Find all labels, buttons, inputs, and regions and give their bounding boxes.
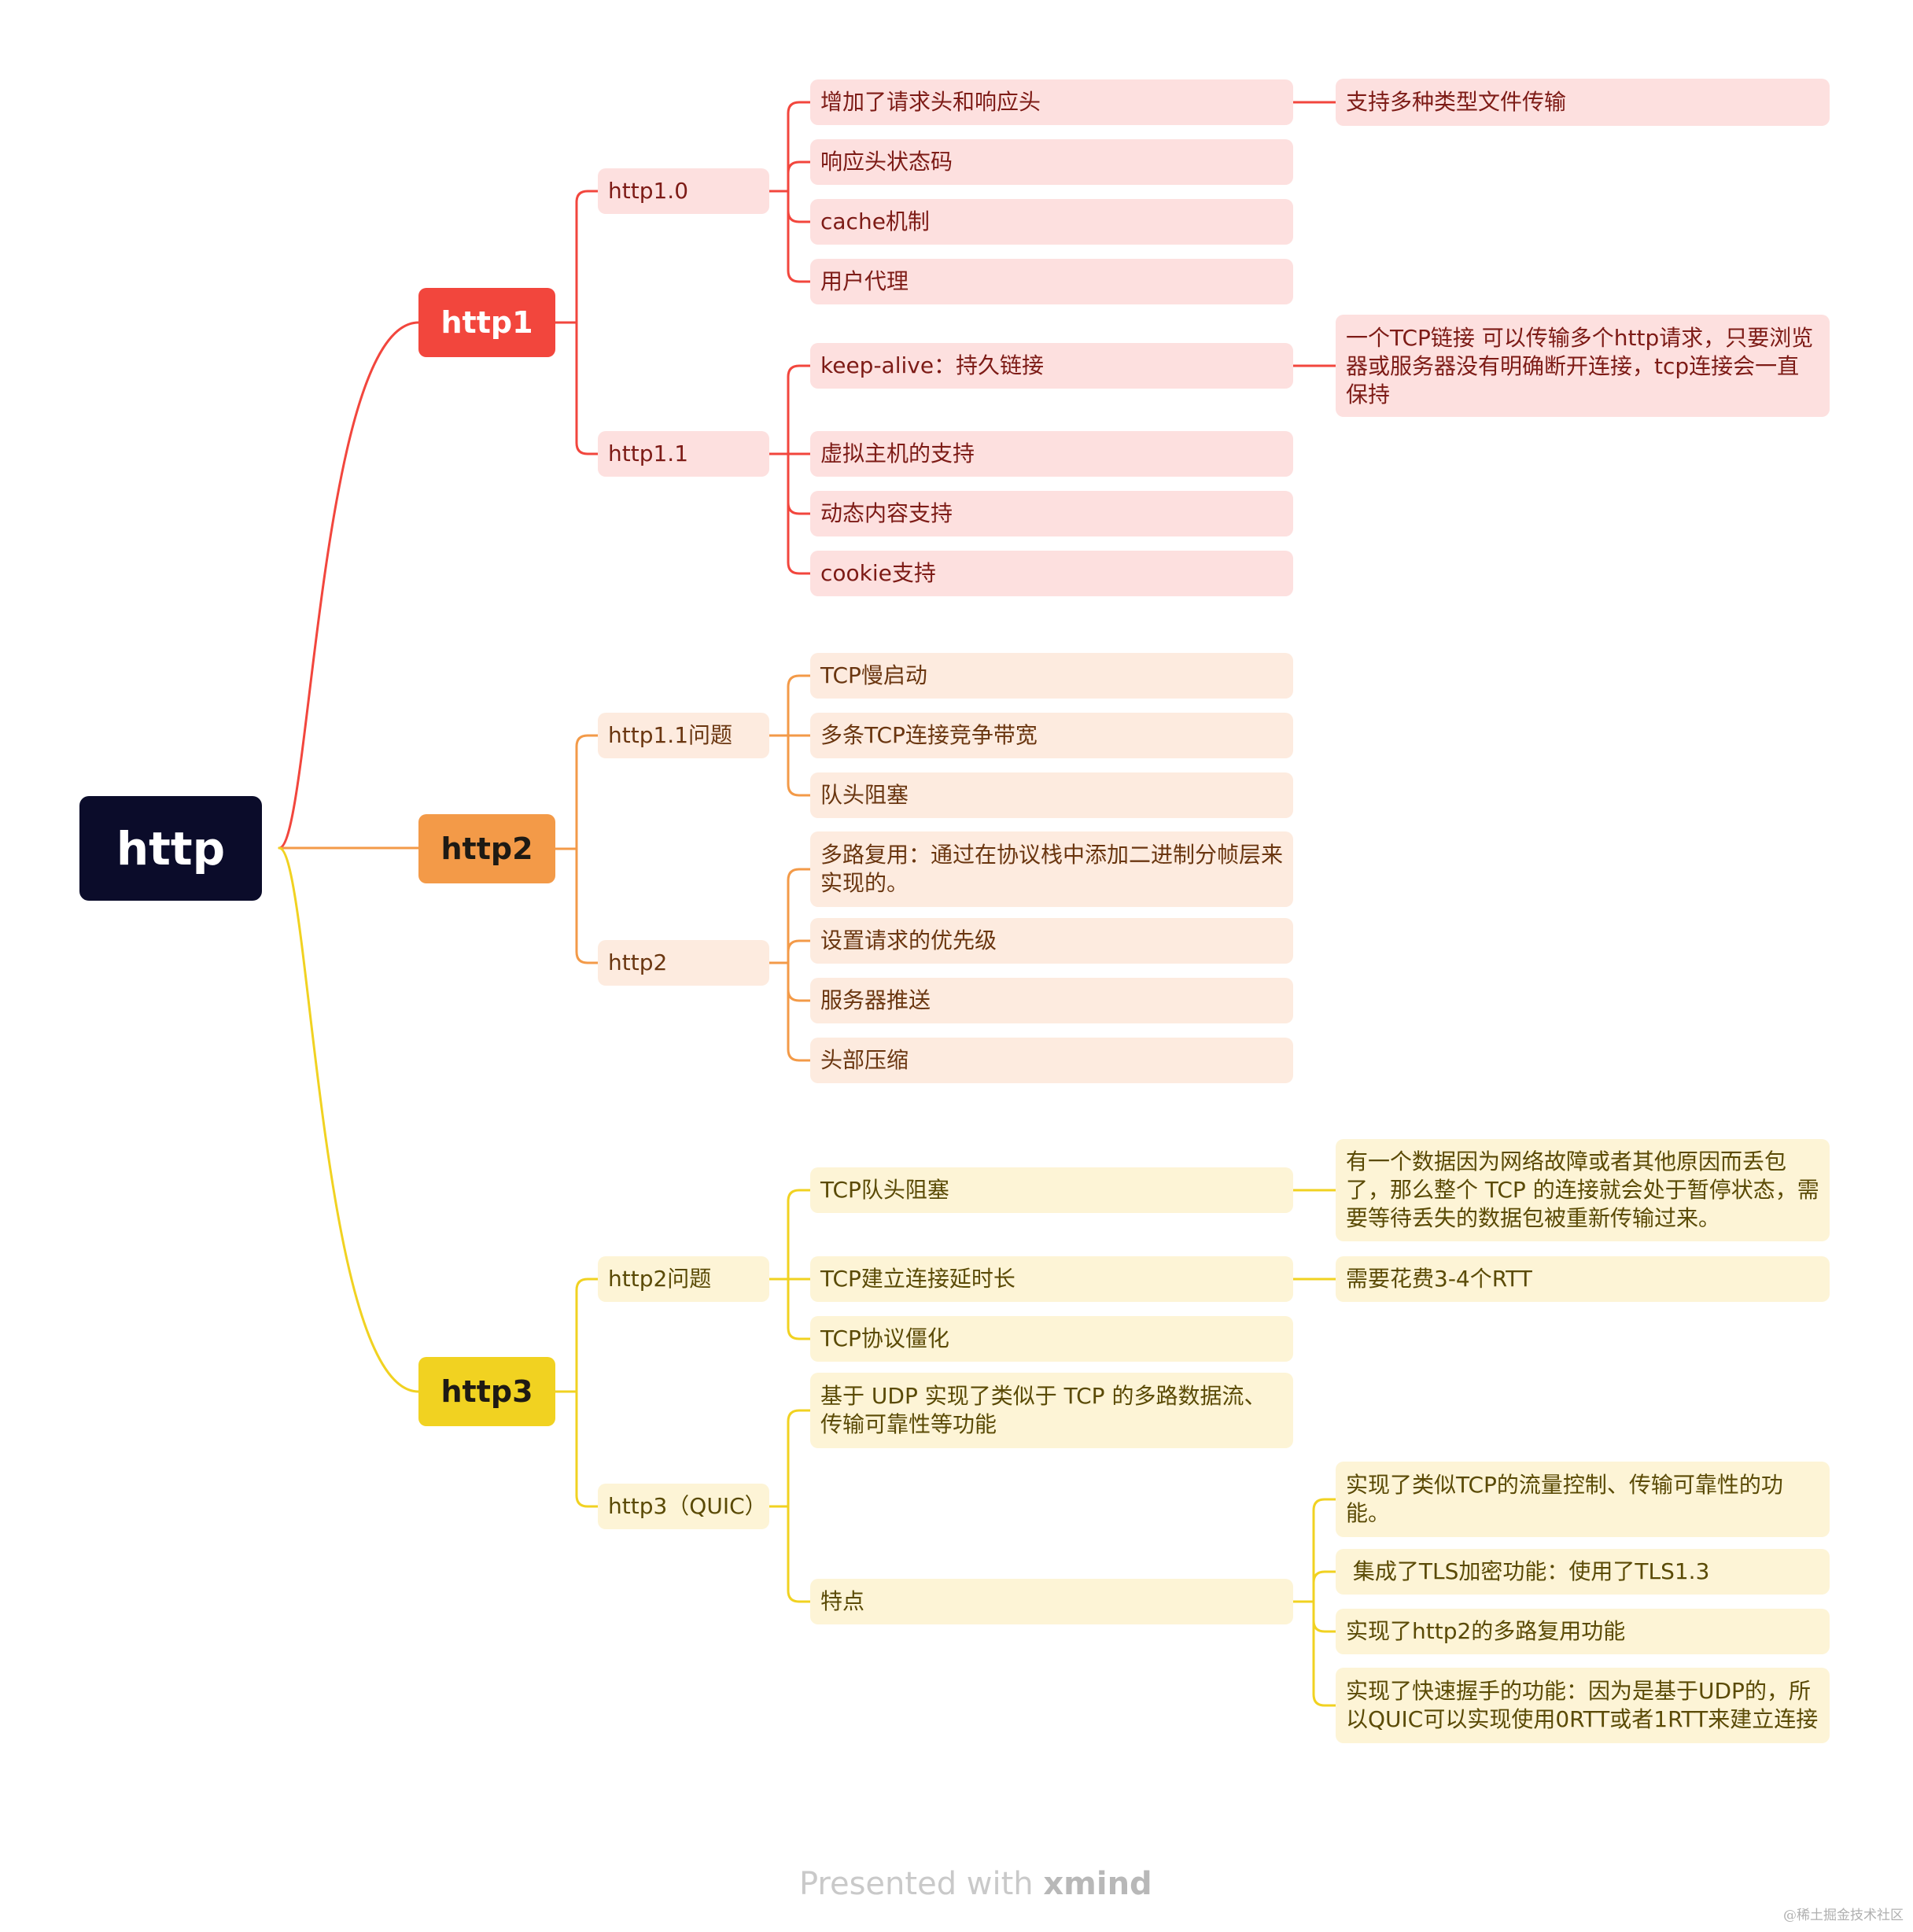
subtopic-http1-1[interactable]: http1.1 <box>598 431 769 477</box>
topic-http3[interactable]: http3 <box>418 1357 555 1426</box>
http2-links-link-0 <box>575 734 599 850</box>
detail-packet-loss[interactable]: 有一个数据因为网络故障或者其他原因而丢包了，那么整个 TCP 的连接就会处于暂停… <box>1336 1139 1830 1241</box>
detail-keep-alive[interactable]: 一个TCP链接 可以传输多个http请求，只要浏览器或服务器没有明确断开连接，t… <box>1336 315 1830 417</box>
item-tcp-head-of-line-blocking[interactable]: TCP队头阻塞 <box>810 1167 1293 1213</box>
http2-feature-links-link-1 <box>787 939 812 964</box>
item-request-response-headers[interactable]: 增加了请求头和响应头 <box>810 79 1293 125</box>
item-cookie[interactable]: cookie支持 <box>810 551 1293 596</box>
subtopic-http1-0[interactable]: http1.0 <box>598 168 769 214</box>
http2-problem-links-link-2 <box>787 1278 812 1340</box>
presented-with-footer: Presented with xmind <box>799 1866 1152 1902</box>
http1-1-links-link-2 <box>787 452 812 515</box>
item-multiplexing[interactable]: 多路复用：通过在协议栈中添加二进制分帧层来实现的。 <box>810 831 1293 907</box>
item-tcp-ossification[interactable]: TCP协议僵化 <box>810 1316 1293 1362</box>
item-head-of-line-blocking[interactable]: 队头阻塞 <box>810 772 1293 818</box>
quic-links-link-1 <box>787 1505 812 1603</box>
item-dynamic-content[interactable]: 动态内容支持 <box>810 491 1293 536</box>
subtopic-http1-1-problems[interactable]: http1.1问题 <box>598 713 769 758</box>
http1-1-problem-links-link-2 <box>787 734 812 797</box>
http2-feature-links-link-0 <box>787 868 812 964</box>
feature-links-link-1 <box>1312 1570 1337 1603</box>
http2-links-link-1 <box>575 847 599 964</box>
topic-http1[interactable]: http1 <box>418 288 555 357</box>
feature-links-link-0 <box>1312 1498 1337 1603</box>
item-request-priority[interactable]: 设置请求的优先级 <box>810 918 1293 964</box>
feature-links-link-2 <box>1312 1600 1337 1633</box>
subtopic-http2[interactable]: http2 <box>598 940 769 986</box>
http3-links-link-0 <box>575 1278 599 1393</box>
item-virtual-host[interactable]: 虚拟主机的支持 <box>810 431 1293 477</box>
http2-feature-links-link-2 <box>787 961 812 1002</box>
subtopic-http2-problems[interactable]: http2问题 <box>598 1256 769 1302</box>
http1-0-links-link-0 <box>787 101 812 193</box>
topic-http2[interactable]: http2 <box>418 814 555 883</box>
item-udp-based[interactable]: 基于 UDP 实现了类似于 TCP 的多路数据流、传输可靠性等功能 <box>810 1373 1293 1448</box>
http1-links-link-0 <box>575 190 599 324</box>
root-link-http1 <box>278 321 420 850</box>
item-tcp-slow-start[interactable]: TCP慢启动 <box>810 653 1293 699</box>
item-cache-mechanism[interactable]: cache机制 <box>810 199 1293 245</box>
item-bandwidth-competition[interactable]: 多条TCP连接竞争带宽 <box>810 713 1293 758</box>
http2-feature-links-link-3 <box>787 961 812 1062</box>
root-topic-http[interactable]: http <box>79 796 262 901</box>
item-keep-alive[interactable]: keep-alive：持久链接 <box>810 343 1293 389</box>
item-header-compression[interactable]: 头部压缩 <box>810 1038 1293 1083</box>
http1-links-link-1 <box>575 321 599 455</box>
item-features[interactable]: 特点 <box>810 1579 1293 1624</box>
http1-0-links-link-3 <box>787 190 812 283</box>
feature-multiplexing[interactable]: 实现了http2的多路复用功能 <box>1336 1609 1830 1654</box>
detail-rtt-cost[interactable]: 需要花费3-4个RTT <box>1336 1256 1830 1302</box>
item-tcp-connection-latency[interactable]: TCP建立连接延时长 <box>810 1256 1293 1302</box>
feature-links-link-3 <box>1312 1600 1337 1707</box>
detail-multiple-file-types[interactable]: 支持多种类型文件传输 <box>1336 79 1830 126</box>
watermark: @稀土掘金技术社区 <box>1783 1908 1904 1923</box>
http2-problem-links-link-0 <box>787 1189 812 1281</box>
item-user-agent[interactable]: 用户代理 <box>810 259 1293 304</box>
http1-1-links-link-0 <box>787 364 812 455</box>
http1-0-links-link-1 <box>787 160 812 193</box>
item-server-push[interactable]: 服务器推送 <box>810 978 1293 1023</box>
http1-0-links-link-2 <box>787 190 812 223</box>
subtopic-http3-quic[interactable]: http3（QUIC） <box>598 1484 769 1529</box>
feature-flow-control[interactable]: 实现了类似TCP的流量控制、传输可靠性的功能。 <box>1336 1462 1830 1537</box>
item-status-codes[interactable]: 响应头状态码 <box>810 139 1293 185</box>
http1-1-links-link-3 <box>787 452 812 575</box>
http3-links-link-1 <box>575 1390 599 1508</box>
quic-links-link-0 <box>787 1409 812 1508</box>
root-link-http3 <box>278 846 420 1393</box>
http1-1-problem-links-link-0 <box>787 674 812 737</box>
feature-fast-handshake[interactable]: 实现了快速握手的功能：因为是基于UDP的，所以QUIC可以实现使用0RTT或者1… <box>1336 1668 1830 1743</box>
xmind-brand: xmind <box>1043 1866 1152 1902</box>
feature-tls-encryption[interactable]: 集成了TLS加密功能：使用了TLS1.3 <box>1336 1549 1830 1595</box>
